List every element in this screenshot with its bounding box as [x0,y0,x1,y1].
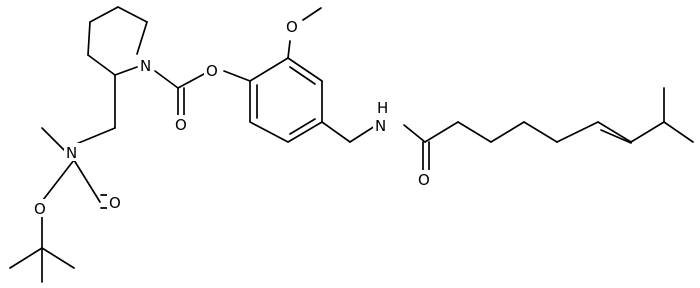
atom-o-methoxy: O [286,18,298,36]
atom-o-amide: O [418,171,430,189]
atom-n-amide: N [375,117,386,135]
bond-lines [9,6,694,283]
atom-n-piperidine: N [140,57,151,75]
atom-n-methyl: N [66,144,77,162]
atom-o-ester-carbonyl: O [175,116,187,134]
atom-o-boc-carbonyl: O [109,194,121,212]
atom-labels: N O O O H N O N O O [32,17,434,218]
atom-o-boc-link: O [34,200,46,218]
atom-o-ester-link: O [206,62,218,80]
atom-h-amide: H [377,99,388,117]
